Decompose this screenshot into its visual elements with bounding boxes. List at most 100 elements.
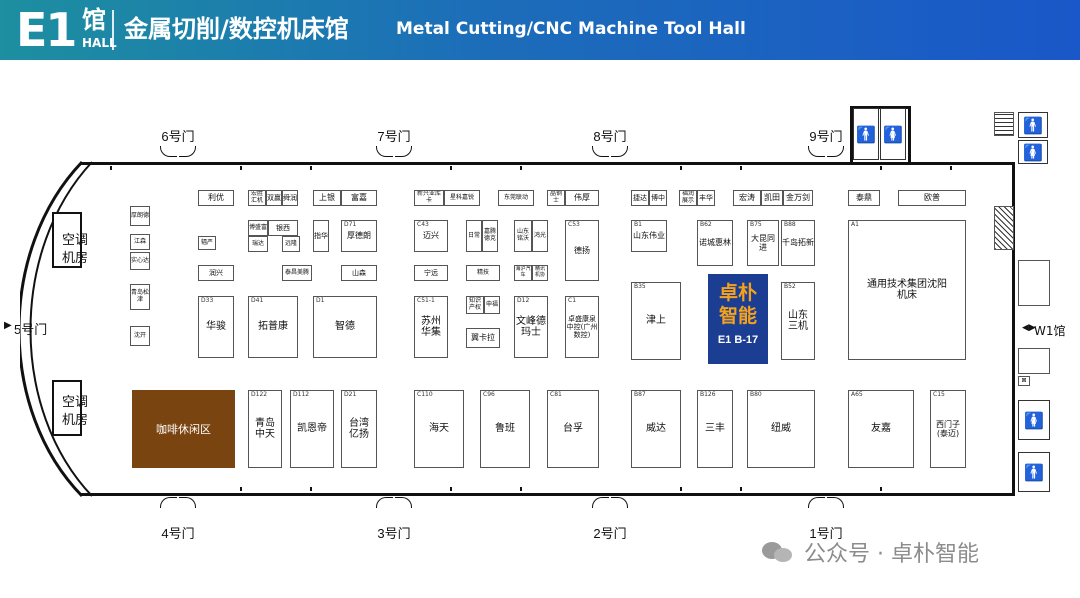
booth-jieda[interactable]: 捷达 [631,190,649,206]
booth-jingjie[interactable]: 晶钢士 [547,190,565,206]
door-9-label: 9号门 [809,129,843,144]
booth-houshi[interactable]: 厚朗德 [130,206,150,226]
booth-d12[interactable]: D12 文峰德玛士 [514,296,548,358]
booth-zhiyu[interactable]: 指华 [313,220,329,252]
booth-xinhui[interactable]: 新兴亚库卡 [414,190,444,206]
restroom-male-icon: 🚹 [853,108,879,160]
booth-b75[interactable]: B75 大昆同进 [747,220,779,266]
booth-b126[interactable]: B126 三丰 [697,390,733,468]
booth-kaitian[interactable]: 凯田 [761,190,783,206]
booth-a1[interactable]: A1 通用技术集团沈阳机床 [848,220,966,360]
booth-taishang[interactable]: 泰昌美腾 [282,265,312,281]
booth-b35[interactable]: B35 津上 [631,282,681,360]
booth-liyou[interactable]: 利优 [198,190,234,206]
highlight-booth-zhuopu[interactable]: 卓朴 智能 E1 B-17 [708,274,768,364]
booth-b88[interactable]: B88 千岛拓新 [781,220,815,266]
wechat-icon [760,538,796,566]
booth-d33[interactable]: D33 华骏 [198,296,234,358]
booth-d41[interactable]: D41 拓普康 [248,296,298,358]
booth-d21[interactable]: D21 台湾亿扬 [341,390,377,468]
booth-jinwanjian[interactable]: 金万剑 [783,190,813,206]
wall-top [80,162,1015,165]
hall-char: 馆 [82,6,106,34]
booth-bosheng[interactable]: 博盛富 [248,220,268,236]
booth-taiding[interactable]: 泰鼎 [848,190,880,206]
door-7-icon [374,146,414,158]
booth-d1[interactable]: D1 智德 [313,296,377,358]
booth-b87[interactable]: B87 威达 [631,390,681,468]
booth-b80[interactable]: B80 纽威 [747,390,815,468]
booth-c96[interactable]: C96 鲁班 [480,390,530,468]
booth-hongtao[interactable]: 宏涛 [733,190,761,206]
booth-shuangying[interactable]: 双赢 [266,190,282,206]
booth-yinghe[interactable]: 舜润 [282,190,298,206]
booth-yijiala[interactable]: 翼卡拉 [466,328,500,348]
booth-c1[interactable]: C1 卓盛康泉中控(广州数控) [565,296,599,358]
booth-d112[interactable]: D112 凯恩帝 [290,390,334,468]
aircon-room-bottom: 空调机房 [61,395,88,428]
booth-b62[interactable]: B62 诺城惠林 [697,220,733,266]
booth-jingji[interactable]: 精技 [466,265,500,281]
booth-jiangrui[interactable]: 江森 [130,234,150,250]
booth-d122[interactable]: D122 青岛中天 [248,390,282,468]
restroom-right-top-male-icon: 🚹 [1018,112,1048,138]
booth-oupu[interactable]: 欧普 [898,190,966,206]
door-6-label: 6号门 [161,129,195,144]
booth-zhishi[interactable]: 知识产权 [466,296,484,314]
booth-c43-b[interactable]: 宁远 [414,265,448,281]
booth-shenfu[interactable]: 申福 [484,296,500,314]
booth-hongguang[interactable]: 鸿光 [532,220,548,252]
booth-tangyan[interactable]: 辐严 [198,236,216,250]
header-banner: E1 馆 HALL 金属切削/数控机床馆 Metal Cutting/CNC M… [0,0,1080,60]
booth-c43[interactable]: C43 迈兴 [414,220,448,252]
booth-c53[interactable]: C53 德扬 [565,220,599,281]
booth-hongsheng[interactable]: 宏胜汇机 [248,190,266,206]
booth-richuang[interactable]: 日常 [466,220,482,252]
booth-guohe[interactable]: 实心达 [130,252,150,270]
door-9-icon [806,146,846,158]
booth-c110[interactable]: C110 海天 [414,390,464,468]
booth-shangyin[interactable]: 上银 [313,190,341,206]
booth-c81[interactable]: C81 台孚 [547,390,599,468]
booth-b52[interactable]: B52 山东三机 [781,282,815,360]
info-icon: ⊠ [1018,376,1030,386]
door-7-label: 7号门 [377,129,411,144]
booth-b1[interactable]: B1 山东伟业 [631,220,667,252]
door-1-label: 1号门 [809,526,843,541]
booth-rundong[interactable]: 润兴 [198,265,234,281]
booth-bozhong[interactable]: 博中 [649,190,667,206]
wall-right [1012,162,1015,496]
booth-yingxin[interactable]: 银西 [268,220,298,236]
booth-xingke[interactable]: 星科嘉锐 [444,190,480,206]
w1-arrow-icon: ◀▶ [1022,323,1036,333]
aircon-room-bottom-box [52,380,82,436]
booth-weiyi[interactable]: 伟厚 [565,190,599,206]
booth-hongxing[interactable]: 海沪汽车 [514,265,532,281]
aircon-room-top-box [52,212,82,268]
booth-dongguan[interactable]: 东莞联动 [498,190,534,206]
booth-shenqi[interactable]: 沈开 [130,326,150,346]
booth-shanwen[interactable]: 山森 [341,265,377,281]
door-3-label: 3号门 [377,526,411,541]
hall-en-label: HALL [82,36,117,50]
page-title-cn: 金属切削/数控机床馆 [124,15,349,43]
booth-shandong-mingwo[interactable]: 山东铭沃 [514,220,532,252]
booth-a65[interactable]: A65 友嘉 [848,390,914,468]
staircase-right-icon [994,206,1014,250]
door-1-icon [806,497,846,509]
booth-yuanlong[interactable]: 远隆 [282,236,300,252]
booth-qingdao[interactable]: 青岛松津 [130,284,150,310]
booth-fulai[interactable]: 福润展示 [679,190,697,206]
wall-left-curve [20,160,93,498]
door-2-label: 2号门 [593,526,627,541]
booth-yongxing[interactable]: 嘉腾德克 [482,220,498,252]
booth-fuheng[interactable]: 富嘉 [341,190,377,206]
wall-bottom [80,493,1015,496]
booth-fenghua[interactable]: 丰华 [697,190,715,206]
booth-c51[interactable]: C51-1 苏州华集 [414,296,448,358]
booth-c15[interactable]: C15 西门子(泰迈) [930,390,966,468]
door-4-icon [158,497,198,509]
booth-ruida[interactable]: 瑞达 [248,236,268,252]
booth-jingxun[interactable]: 精讯机协 [532,265,548,281]
booth-d71[interactable]: D71 厚德朗 [341,220,377,252]
